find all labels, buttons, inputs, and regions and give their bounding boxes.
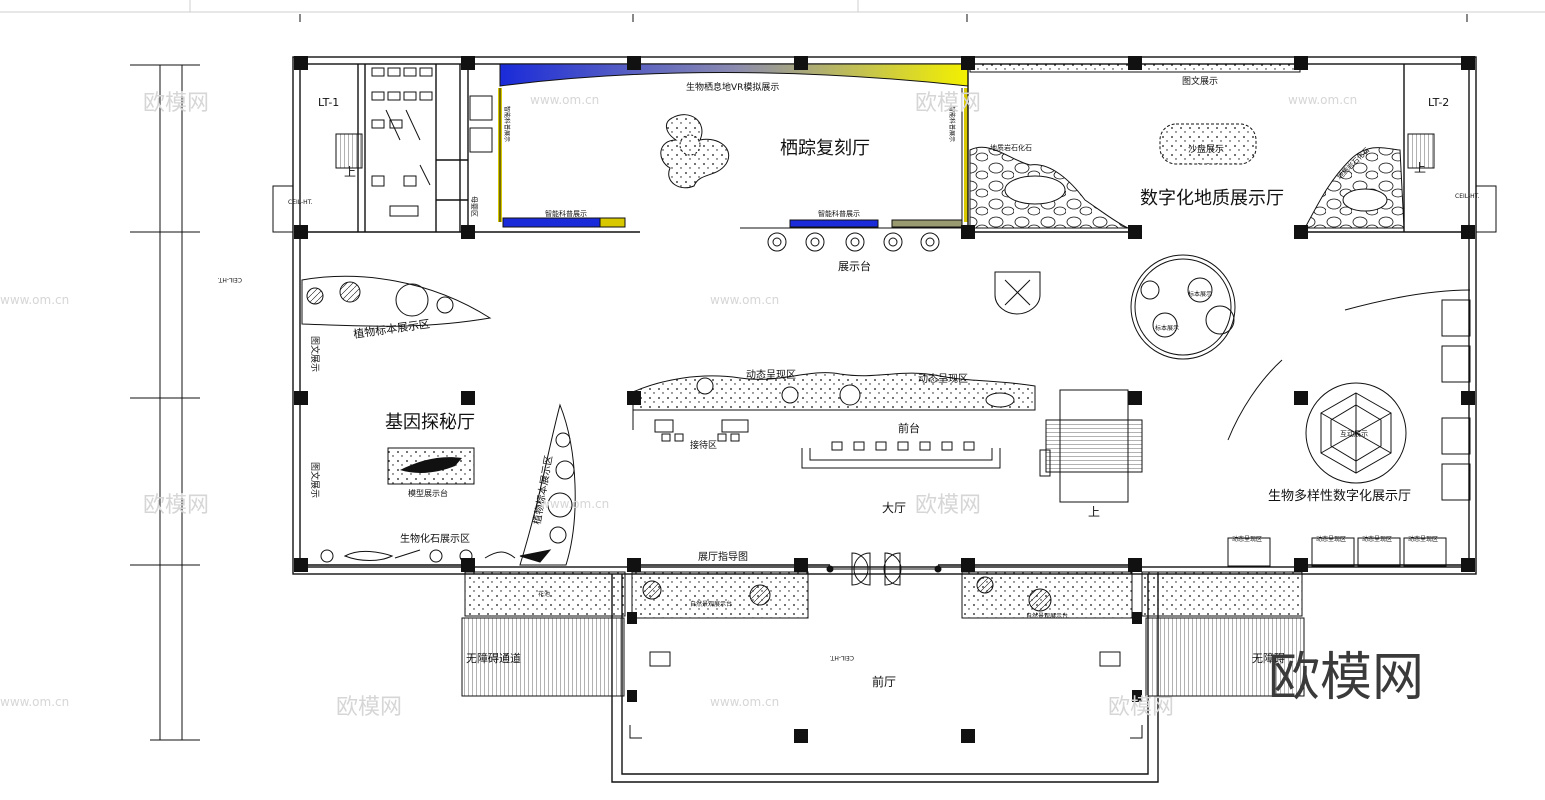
dynamic-display-band [632, 372, 1036, 430]
label-natural2: 自然景观展示台 [1026, 612, 1068, 620]
label-display-stand: 展示台 [838, 259, 871, 273]
fossil-row [320, 549, 552, 563]
watermark-url-4: www.om.cn [710, 293, 779, 307]
label-reception: 接待区 [690, 439, 717, 451]
label-geo-rock: 地质岩石化石 [990, 143, 1032, 152]
label-up-lt1: 上 [344, 165, 356, 179]
stair-lt2 [1407, 133, 1435, 169]
label-ceil-2: CEIL-HT. [217, 276, 242, 283]
top-ruler [0, 0, 1545, 22]
label-up-main: 上 [1088, 505, 1100, 519]
label-lt2: LT-2 [1428, 96, 1449, 109]
label-ramp-left: 无障碍通道 [466, 651, 521, 665]
exterior-planters [464, 571, 1303, 619]
watermark-url-3: www.om.cn [0, 293, 69, 307]
vr-organic-table [660, 114, 730, 189]
shield-display [994, 271, 1041, 315]
main-stair [1039, 389, 1143, 503]
room-biodiversity: 生物多样性数字化展示厅 [1268, 488, 1411, 504]
watermarks: 欧模网 www.om.cn www.om.cn www.om.cn www.om… [0, 91, 1424, 720]
label-model-platform: 模型展示台 [408, 488, 448, 498]
label-up-lt2: 上 [1414, 161, 1426, 175]
label-image-top: 图文展示 [1182, 75, 1218, 87]
label-image-left1: 图文展示 [309, 336, 321, 372]
label-dyn-s4: 动态呈现区 [1408, 535, 1438, 543]
label-smart-sci2: 智能科普展示 [818, 209, 860, 218]
room-lobby: 大厅 [882, 501, 906, 515]
watermark-brand: 欧模网 [143, 91, 209, 116]
label-dynamic1: 动态呈现区 [746, 368, 796, 381]
label-smart-side1: 智能科普展示 [503, 106, 511, 142]
reception-seats [654, 419, 749, 442]
room-gene: 基因探秘厅 [385, 412, 475, 433]
plant-specimen-area-top [301, 275, 492, 327]
label-dyn-s2: 动态呈现区 [1316, 535, 1346, 543]
label-dyn-s3: 动态呈现区 [1362, 535, 1392, 543]
label-mother-room: 母婴区 [470, 196, 478, 217]
front-desk [801, 441, 1001, 469]
vr-display-band [498, 63, 969, 229]
entrance-doors [826, 552, 942, 586]
display-stands [767, 232, 940, 252]
label-hall-guide: 展厅指导图 [698, 550, 748, 563]
label-ramp-right: 无障碍 [1252, 651, 1285, 665]
label-dyn-s1: 动态呈现区 [1232, 535, 1262, 543]
model-platform [387, 447, 475, 485]
watermark-brand-4: 欧模网 [915, 493, 981, 518]
geology-rock-areas [969, 63, 1405, 229]
watermark-url-6: www.om.cn [0, 695, 69, 709]
label-front-desk: 前台 [898, 421, 920, 435]
label-dynamic2: 动态呈现区 [918, 372, 968, 385]
watermark-big-brand: 欧模网 [1268, 648, 1424, 708]
room-geology: 数字化地质展示厅 [1140, 188, 1284, 209]
toilet-fixtures [371, 67, 493, 217]
plant-specimen-area-side [519, 403, 576, 566]
label-circle1: 标本展示 [1188, 290, 1212, 298]
front-hall-benches [629, 651, 1143, 739]
label-ceil-4: CEIL-HT. [1455, 193, 1480, 200]
dimension-lines [130, 64, 200, 741]
watermark-url-1: www.om.cn [530, 93, 599, 107]
ramp-right [1145, 617, 1305, 697]
watermark-url-7: www.om.cn [710, 695, 779, 709]
ramp-left [461, 617, 625, 697]
room-vr: 栖踪复刻厅 [780, 138, 870, 159]
label-ceil-1: CEIL-HT. [288, 199, 313, 206]
watermark-brand-5: 欧模网 [915, 91, 981, 116]
label-lt1: LT-1 [318, 96, 339, 109]
label-smart-sci1: 智能科普展示 [545, 209, 587, 218]
label-circle2: 标本展示 [1155, 324, 1179, 332]
label-vr-exhibit: 生物栖息地VR模拟展示 [686, 81, 779, 93]
room-front-hall: 前厅 [872, 674, 896, 689]
watermark-url-5: www.om.cn [540, 497, 609, 511]
biodiversity-hex-table [1305, 382, 1407, 484]
room-labels: 栖踪复刻厅 数字化地质展示厅 基因探秘厅 生物多样性数字化展示厅 大厅 前厅 [385, 138, 1411, 689]
label-flower-bed: 花池 [538, 590, 550, 598]
right-wall-panels [1227, 289, 1471, 501]
specimen-circle-table [1130, 254, 1236, 360]
label-sandtable: 沙盘展示 [1188, 143, 1224, 155]
watermark-brand-3: 欧模网 [336, 695, 402, 720]
watermark-url-2: www.om.cn [1288, 93, 1357, 107]
watermark-brand-2: 欧模网 [143, 493, 209, 518]
stair-lt1 [335, 133, 363, 169]
dynamic-boxes [1227, 537, 1447, 567]
label-natural1: 自然景观展示台 [690, 600, 732, 608]
label-fossil: 生物化石展示区 [400, 532, 470, 545]
label-ceil-3: CEIL-HT. [829, 654, 854, 661]
watermark-brand-6: 欧模网 [1108, 695, 1174, 720]
label-biodiv-center: 互动展示 [1340, 429, 1368, 438]
label-smart-side2: 智能科普展示 [948, 106, 956, 142]
label-image-left2: 图文展示 [309, 462, 321, 498]
